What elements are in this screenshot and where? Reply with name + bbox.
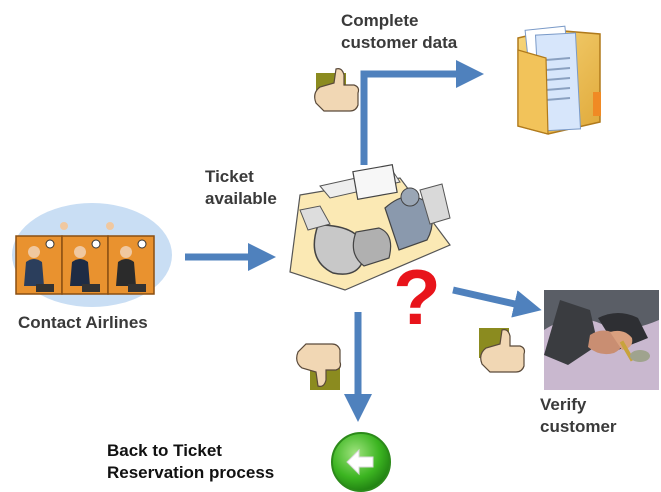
- arrow-desk-to-verify: [452, 286, 542, 318]
- thumbs-up-icon-verify: [479, 328, 526, 373]
- office-desk-clipart: [289, 164, 451, 291]
- arrow-desk-to-folder: [360, 60, 484, 165]
- thumbs-up-icon: [314, 68, 360, 112]
- thumbs-down-icon: [296, 343, 342, 390]
- handshake-photo: [544, 290, 659, 390]
- back-to-ticket-reservation-label: Back to Ticket Reservation process: [107, 441, 275, 482]
- question-mark: ?: [393, 253, 441, 341]
- ticket-available-label: Ticket available: [205, 167, 277, 208]
- verify-customer-label: Verify customer: [540, 395, 617, 436]
- folder-documents-clipart: [517, 25, 601, 135]
- complete-customer-data-label: Complete customer data: [341, 11, 458, 52]
- back-arrow-button-icon[interactable]: [331, 432, 391, 492]
- call-center-clipart: [12, 203, 172, 307]
- contact-airlines-label: Contact Airlines: [18, 313, 148, 332]
